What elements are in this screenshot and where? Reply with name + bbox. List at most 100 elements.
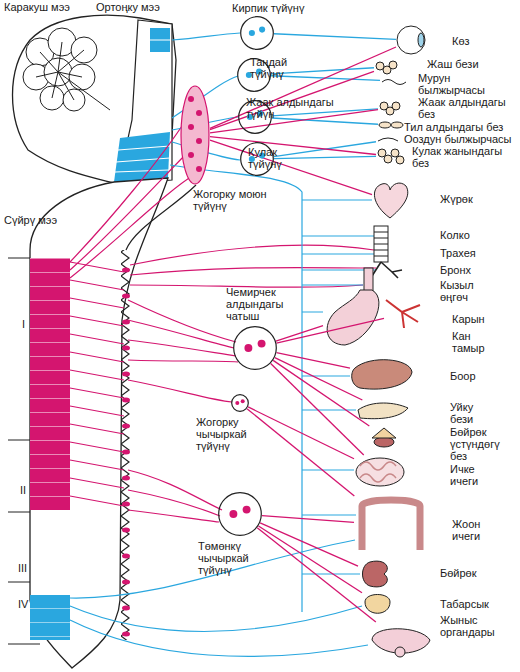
nerve-connector xyxy=(258,526,362,593)
ganglion-label: Жогорку чычыркай түйүнү xyxy=(196,416,252,452)
ganglion-cell xyxy=(188,96,194,102)
ganglion-cell xyxy=(243,506,251,514)
spinal-region-number: II xyxy=(20,484,38,496)
organ-label: Ичке ичеги xyxy=(450,463,490,487)
ganglion-shape xyxy=(181,86,209,184)
organ-drawings-part xyxy=(362,500,420,550)
organ-label: Жыныс органдары xyxy=(440,614,502,638)
spinal-region-number: I xyxy=(22,318,36,330)
brain-part xyxy=(13,15,177,184)
organ-drawings-part xyxy=(386,300,420,328)
nerve-connector xyxy=(277,353,350,369)
ganglion-outline xyxy=(240,16,274,50)
organ-label: Боор xyxy=(450,370,500,382)
ganglion-label: Таңдай түйүнү xyxy=(250,56,298,80)
ganglion-circle: Төмөнкү чычыркай түйүнү xyxy=(218,492,262,536)
nerve-connector xyxy=(273,360,369,426)
ganglion-cell xyxy=(258,340,266,348)
nerve-connector xyxy=(210,47,396,128)
brain-part xyxy=(115,40,170,172)
organ-drawings-part xyxy=(395,647,405,657)
organ-drawings-part xyxy=(384,155,392,163)
organ-drawings-part xyxy=(363,561,388,587)
nerve-connector xyxy=(210,110,378,133)
ganglion-circle: Таңдай түйүнү xyxy=(237,58,271,92)
ganglion-label: Төмөнкү чычыркай түйүнү xyxy=(198,540,258,576)
brain-part-label: Сүйрү мээ xyxy=(4,214,74,226)
ganglion-outline xyxy=(231,394,249,412)
spinal-region-number: IV xyxy=(18,598,40,610)
organ-label: Уйку бези xyxy=(450,401,490,425)
organ-node: Жаак алдындагы без xyxy=(378,101,402,115)
ganglion-circle: Кирпик түйүнү xyxy=(240,16,274,50)
spinal-region-number: III xyxy=(18,562,40,574)
sympathetic-fibres-part xyxy=(128,300,238,362)
nerve-connector xyxy=(272,118,378,124)
ganglion-circle: Кулак түйүнү xyxy=(240,142,274,176)
brain-part-label: Ортоңку мээ xyxy=(96,1,176,13)
organ-label: Кан тамыр xyxy=(452,330,500,354)
organ-label: Карын xyxy=(452,313,502,325)
organ-label: Бронх xyxy=(440,264,500,276)
organ-node: Кызыл өңгөч xyxy=(363,268,374,298)
organ-drawings-part xyxy=(358,403,408,419)
organ-drawings-part xyxy=(378,138,398,141)
organ-label: Жүрөк xyxy=(440,193,500,205)
spinal-cord-part xyxy=(30,258,70,510)
ganglion-label: Жогорку моюн түйүнү xyxy=(193,188,273,212)
organ-node: Жүрөк xyxy=(372,182,410,220)
brain xyxy=(13,15,177,184)
spinal-cord-part xyxy=(8,258,40,644)
organ-drawings-part xyxy=(391,122,403,128)
organ-drawings-part xyxy=(356,458,404,486)
organ-label: Бөйрөк үстүндөгү без xyxy=(450,426,508,462)
organ-drawings-part xyxy=(352,360,412,389)
organ-node: Жаш бези xyxy=(374,60,398,74)
organ-label: Мурун былжырчасы xyxy=(418,72,484,96)
organ-drawings-part xyxy=(327,290,379,345)
ganglion-circle: Чемирчек алдындагы чатыш xyxy=(233,326,277,370)
ganglion-ring xyxy=(241,17,274,50)
ganglion-cell xyxy=(196,166,202,172)
ganglion-circle: Жаак алдындагы түйүн xyxy=(238,100,272,134)
nerve-connector xyxy=(210,137,376,155)
parasympathetic-fibres xyxy=(70,33,376,656)
sympathetic-fibres-part xyxy=(70,120,194,278)
organ-node: Колко xyxy=(374,226,388,244)
organ-drawings-part xyxy=(365,595,390,614)
sympathetic-chain xyxy=(119,185,196,640)
ganglion-label: Кирпик түйүнү xyxy=(232,2,312,14)
sympathetic-fibres-part xyxy=(70,262,124,506)
parasympathetic-fibres-part xyxy=(70,540,368,656)
parasympathetic-fibres-part xyxy=(170,165,302,612)
organ-node: Жоон ичеги xyxy=(354,496,426,554)
ganglion-body: Жогорку моюн түйүнү xyxy=(180,85,210,185)
organ-node: Трахея xyxy=(374,244,388,262)
organ-drawings-part xyxy=(374,183,407,218)
brain-part xyxy=(36,42,110,110)
brain-part-label: Каракуш мээ xyxy=(4,1,84,13)
organ-node: Жыныс органдары xyxy=(368,622,434,662)
organ-label: Көз xyxy=(452,35,492,47)
organ-node: Мурун былжырчасы xyxy=(380,75,408,87)
nerve-connector xyxy=(276,318,384,343)
organ-drawings-part xyxy=(397,26,425,54)
organ-drawings-part xyxy=(374,226,388,262)
organ-drawings-part xyxy=(372,428,396,438)
nerve-connector xyxy=(210,140,372,195)
ganglion-ring xyxy=(232,395,249,412)
nerve-connector xyxy=(274,34,396,40)
organ-drawings-part xyxy=(382,80,406,85)
ganglion-label: Жаак алдындагы түйүн xyxy=(246,96,336,120)
organ-node: Уйку бези xyxy=(356,400,410,420)
organ-node: Бөйрөк xyxy=(358,558,394,590)
ganglion-circle: Жогорку чычыркай түйүнү xyxy=(231,394,249,412)
organ-drawings-part xyxy=(396,156,404,164)
spinal-cord-part xyxy=(30,178,168,668)
organ-label: Колко xyxy=(440,229,500,241)
ganglion-ring xyxy=(219,493,262,536)
organ-label: Жаак алдындагы без xyxy=(418,96,506,120)
organ-node: Ичке ичеги xyxy=(354,455,408,489)
organ-node: Көз xyxy=(396,25,428,55)
organ-drawings-part xyxy=(392,102,400,110)
